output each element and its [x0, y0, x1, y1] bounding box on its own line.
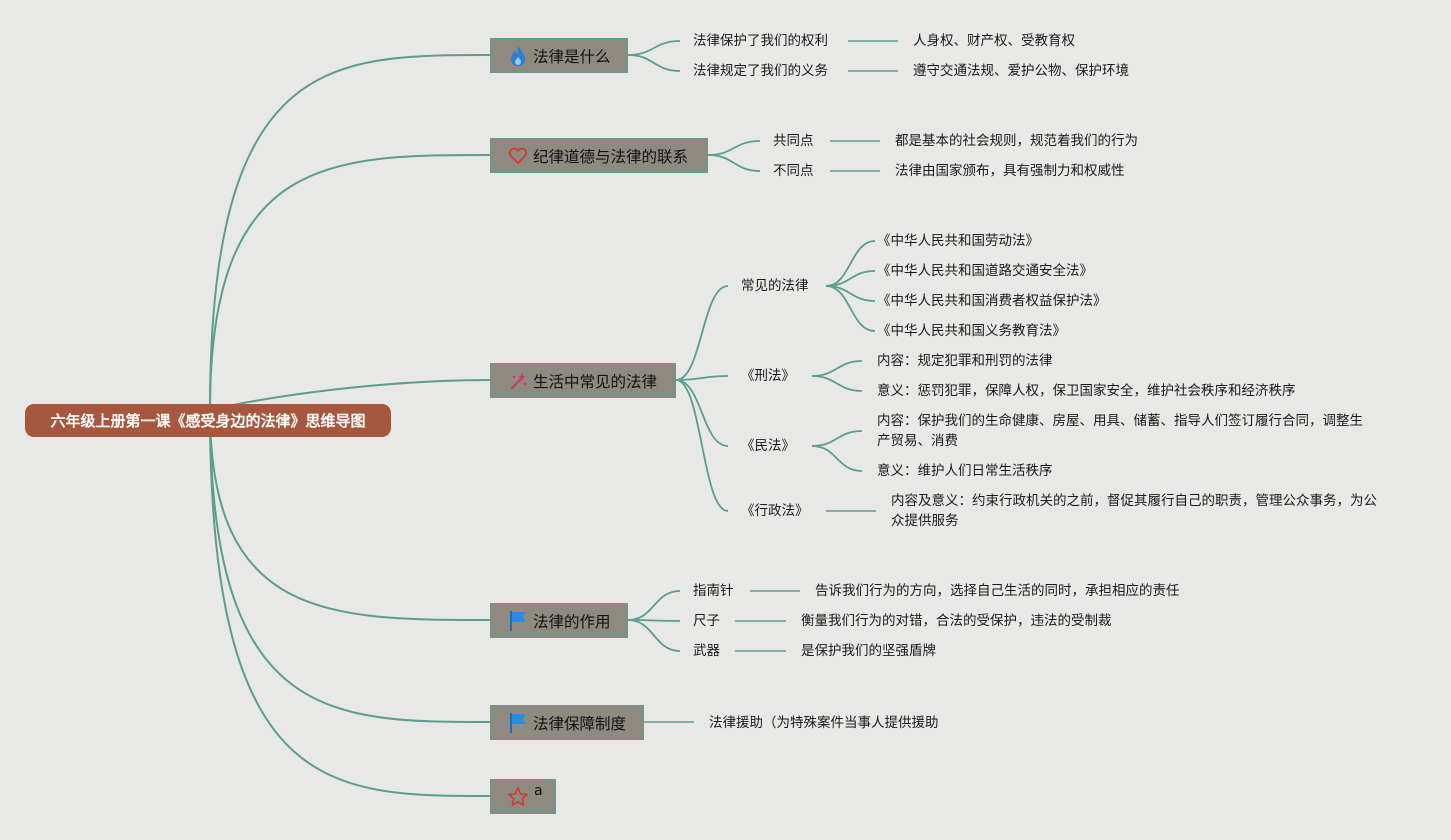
branch-label[interactable]: 指南针	[693, 583, 734, 599]
topic-legal-guarantee[interactable]: 法律保障制度	[490, 705, 644, 740]
leaf-label[interactable]: 《中华人民共和国劳动法》	[877, 233, 1039, 249]
leaf-label[interactable]: 人身权、财产权、受教育权	[913, 33, 1075, 49]
branch-label[interactable]: 法律规定了我们的义务	[693, 63, 828, 79]
topic-label: 纪律道德与法律的联系	[533, 147, 689, 166]
flag-icon	[507, 610, 529, 632]
connector-line	[627, 40, 681, 56]
leaf-label[interactable]: 都是基本的社会规则，规范着我们的行为	[895, 133, 1138, 149]
connector-line	[811, 430, 863, 447]
connector-line	[627, 619, 681, 652]
fire-icon	[507, 45, 529, 67]
connector-line	[707, 154, 761, 172]
leaf-label[interactable]: 内容：规定犯罪和刑罚的法律	[877, 353, 1053, 369]
topic-label: 法律的作用	[533, 612, 611, 631]
topic-discipline-morality-law[interactable]: 纪律道德与法律的联系	[490, 138, 708, 173]
connector-line	[209, 54, 491, 411]
connector-line	[811, 375, 863, 392]
leaf-label[interactable]: 《中华人民共和国消费者权益保护法》	[877, 293, 1107, 309]
branch-label[interactable]: 《行政法》	[741, 503, 809, 519]
topic-label: 法律保障制度	[533, 714, 627, 733]
connector-line	[675, 285, 729, 381]
connector-line	[209, 409, 491, 797]
branch-label[interactable]: 《刑法》	[741, 368, 795, 384]
topic-what-is-law[interactable]: 法律是什么	[490, 38, 628, 73]
connector-line	[707, 140, 761, 156]
connector-line	[209, 409, 491, 723]
connector-line	[825, 285, 876, 332]
branch-label[interactable]: 《民法》	[741, 438, 795, 454]
branch-label[interactable]: 法律援助（为特殊案件当事人提供援助	[709, 715, 939, 731]
branch-label[interactable]: 武器	[693, 643, 720, 659]
branch-label[interactable]: 尺子	[693, 613, 720, 629]
topic-a[interactable]: a	[490, 779, 556, 814]
connector-line	[627, 54, 681, 72]
leaf-label[interactable]: 意义：维护人们日常生活秩序	[877, 463, 1053, 479]
flag-icon	[507, 712, 529, 734]
leaf-label[interactable]: 是保护我们的坚强盾牌	[801, 643, 936, 659]
leaf-label[interactable]: 内容：保护我们的生命健康、房屋、用具、储蓄、指导人们签订履行合同，调整生产贸易、…	[877, 413, 1363, 449]
branch-label[interactable]: 常见的法律	[741, 278, 809, 294]
connector-line	[675, 379, 729, 447]
connector-line	[811, 360, 863, 377]
branch-label[interactable]: 不同点	[773, 163, 814, 179]
connector-line	[675, 379, 729, 512]
leaf-label[interactable]: 遵守交通法规、爱护公物、保护环境	[913, 63, 1129, 79]
topic-label: a	[534, 782, 543, 799]
heart-icon	[507, 145, 529, 167]
branch-label[interactable]: 共同点	[773, 133, 814, 149]
leaf-label[interactable]: 《中华人民共和国道路交通安全法》	[877, 263, 1093, 279]
topic-role-of-law[interactable]: 法律的作用	[490, 603, 628, 638]
root-node[interactable]: 六年级上册第一课《感受身边的法律》思维导图	[25, 404, 391, 437]
branch-label[interactable]: 法律保护了我们的权利	[693, 33, 828, 49]
connector-line	[209, 154, 491, 411]
topic-common-laws[interactable]: 生活中常见的法律	[490, 363, 676, 398]
sparkle-icon	[507, 370, 529, 392]
leaf-label[interactable]: 法律由国家颁布，具有强制力和权威性	[895, 163, 1125, 179]
leaf-label[interactable]: 《中华人民共和国义务教育法》	[877, 323, 1066, 339]
leaf-label[interactable]: 衡量我们行为的对错，合法的受保护，违法的受制裁	[801, 613, 1112, 629]
connector-line	[675, 375, 729, 381]
topic-label: 法律是什么	[533, 47, 611, 66]
connector-line	[209, 409, 491, 621]
topic-label: 生活中常见的法律	[533, 372, 658, 391]
star-icon	[507, 786, 529, 808]
connector-line	[811, 445, 863, 472]
leaf-label[interactable]: 告诉我们行为的方向，选择自己生活的同时，承担相应的责任	[815, 583, 1180, 599]
leaf-label[interactable]: 意义：惩罚犯罪，保障人权，保卫国家安全，维护社会秩序和经济秩序	[877, 383, 1296, 399]
leaf-label[interactable]: 内容及意义：约束行政机关的之前，督促其履行自己的职责，管理公众事务，为公众提供服…	[891, 493, 1377, 529]
connector-line	[627, 590, 681, 621]
